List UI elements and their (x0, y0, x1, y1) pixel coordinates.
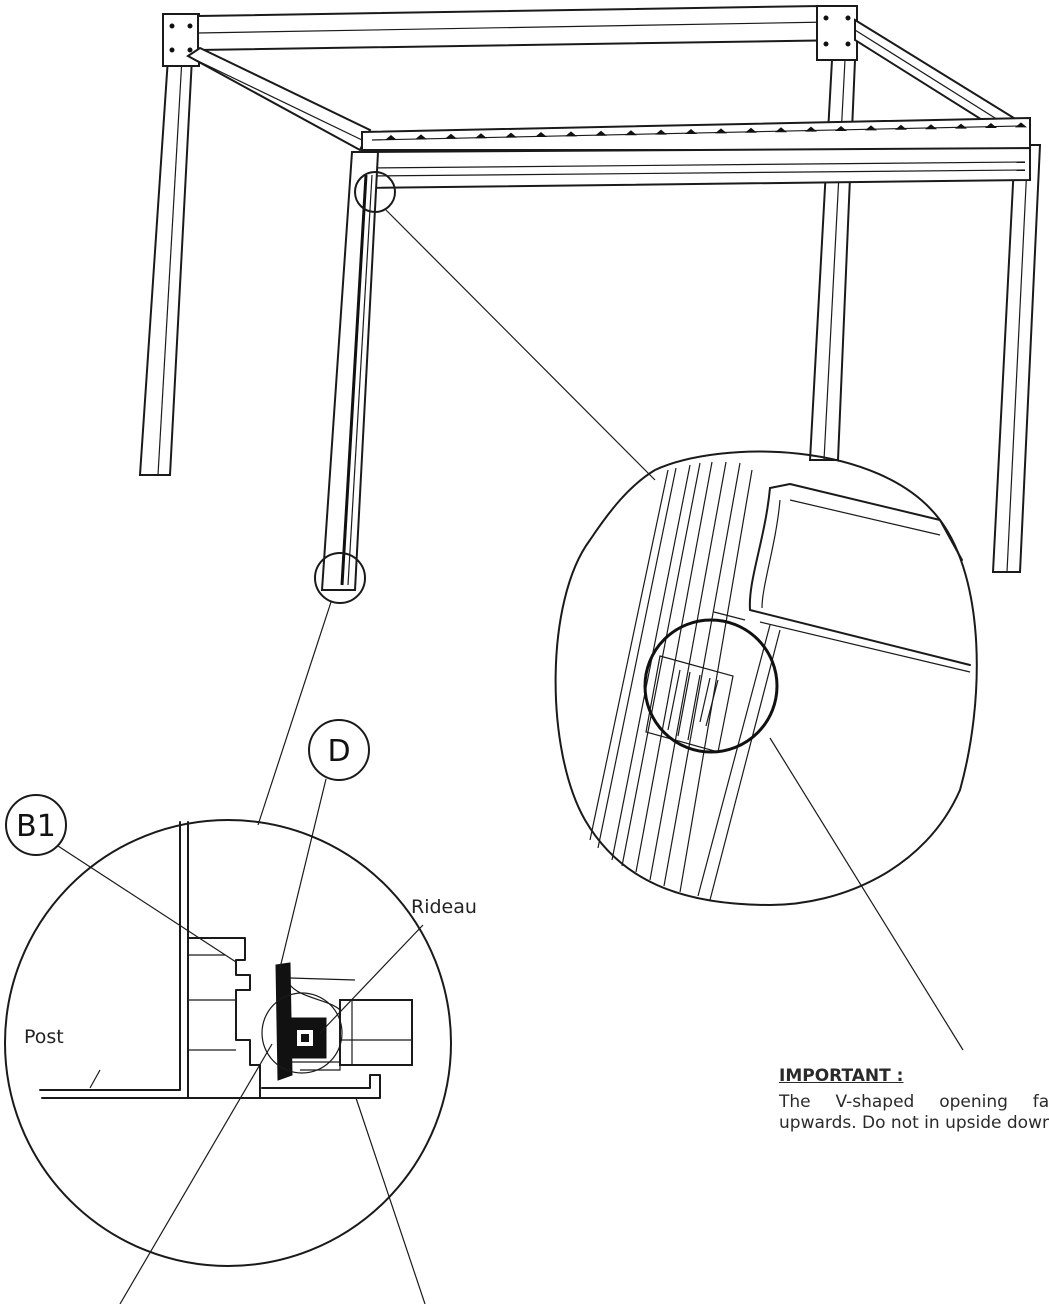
louver-tooth (685, 129, 697, 134)
louver-tooth (625, 130, 637, 136)
louver-tooth (565, 131, 577, 137)
louver-tooth (535, 132, 547, 137)
detail-circle-left (4, 819, 452, 1267)
louver-tooth (895, 124, 907, 130)
louver-tooth (415, 134, 427, 140)
leader-line-top (385, 209, 656, 481)
svg-text:B1: B1 (16, 809, 56, 844)
detail-circle-right (554, 450, 978, 906)
callout-d: D (308, 719, 370, 781)
leader-line-important (769, 737, 964, 1051)
louver-tooth (835, 126, 847, 131)
louver-tooth (865, 125, 877, 131)
louver-tooth (775, 127, 787, 133)
louver-tooth (595, 130, 607, 136)
louver-tooth (445, 133, 457, 139)
louver-tooth (925, 124, 937, 130)
note-body: The V-shaped opening face upwards. Do no… (779, 1092, 1049, 1133)
leader-line-bottom (257, 601, 332, 826)
svg-text:D: D (327, 734, 350, 769)
callout-circle-top (354, 171, 396, 213)
callout-circle-v-slot (643, 618, 779, 754)
important-note: IMPORTANT : The V-shaped opening face up… (779, 1066, 1049, 1134)
louver-tooth (955, 123, 967, 129)
louver-tooth (385, 135, 397, 140)
louver-tooth (715, 128, 727, 134)
louver-tooth (745, 127, 757, 133)
louver-tooth (505, 132, 517, 138)
louver-tooth (475, 133, 487, 139)
callout-circle-bottom (314, 552, 366, 604)
note-title: IMPORTANT : (779, 1066, 904, 1086)
louver-tooth (985, 123, 997, 128)
callout-b1: B1 (5, 794, 67, 856)
label-rideau: Rideau (411, 896, 477, 918)
louver-tooth (1015, 122, 1027, 128)
pergola-frame (138, 4, 1042, 591)
louver-tooth (805, 126, 817, 132)
louver-tooth (655, 129, 667, 135)
label-post: Post (24, 1026, 64, 1048)
